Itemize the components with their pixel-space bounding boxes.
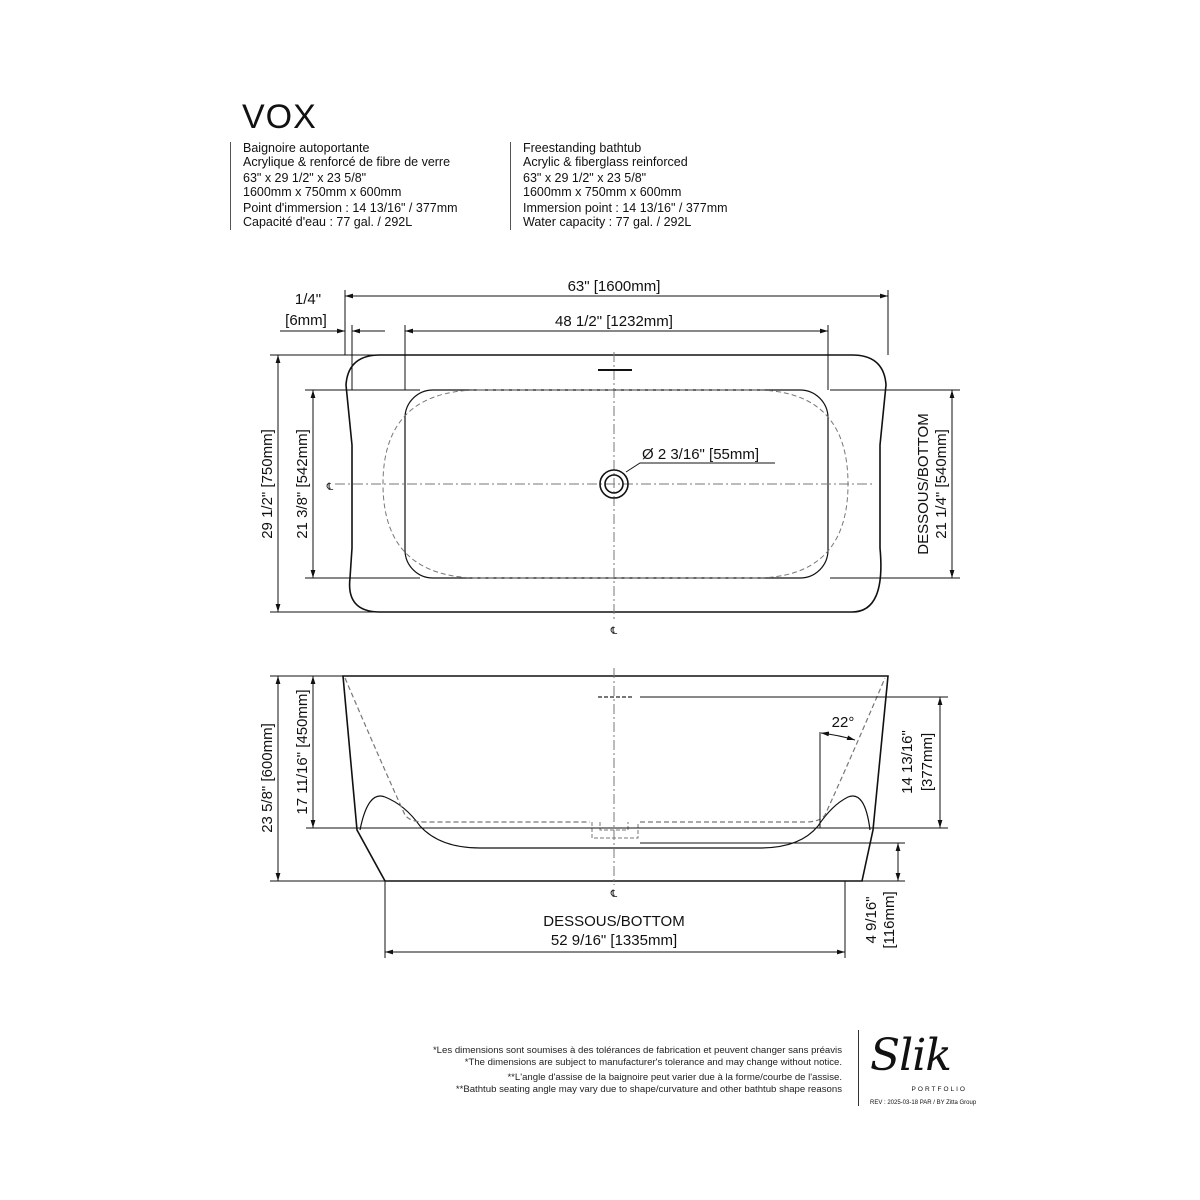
spec-immersion: Immersion point : 14 13/16" / 377mm xyxy=(523,201,728,216)
note2-fr: **L'angle d'assise de la baignoire peut … xyxy=(507,1072,842,1083)
spec-type: Baignoire autoportante xyxy=(243,141,370,155)
drain-dashed xyxy=(591,822,639,839)
spec-material: Acrylique & renforcé de fibre de verre xyxy=(243,154,451,169)
label-immersion-mm: [377mm] xyxy=(919,733,936,791)
tub-outer-outline xyxy=(345,354,887,613)
angle-arc xyxy=(820,731,856,741)
label-overall-length: 63" [1600mm] xyxy=(568,278,661,295)
spec-type: Freestanding bathtub xyxy=(523,141,642,155)
spec-capacity: Capacité d'eau : 77 gal. / 292L xyxy=(243,214,413,229)
label-rim-offset-mm: [6mm] xyxy=(285,312,327,329)
tub-side-outline xyxy=(342,675,889,882)
note1-en: *The dimensions are subject to manufactu… xyxy=(464,1056,842,1068)
product-title: VOX xyxy=(242,98,317,136)
label-inner-length: 48 1/2" [1232mm] xyxy=(555,313,673,330)
label-overall-width: 29 1/2" [750mm] xyxy=(259,429,276,539)
label-bottom-width: 21 1/4" [540mm] xyxy=(933,429,950,539)
spec-dims-in: 63" x 29 1/2" x 23 5/8" xyxy=(523,171,647,186)
drain-inner-icon xyxy=(604,474,624,494)
top-view xyxy=(270,290,960,620)
spec-dims-in: 63" x 29 1/2" x 23 5/8" xyxy=(243,171,367,186)
side-view xyxy=(270,668,948,958)
tub-bottom-outline-dashed xyxy=(382,389,849,579)
spec-capacity: Water capacity : 77 gal. / 292L xyxy=(523,214,692,229)
label-base-height-in: 4 9/16" xyxy=(863,896,880,943)
spec-material: Acrylic & fiberglass reinforced xyxy=(523,154,688,169)
label-interior-depth: 17 11/16" [450mm] xyxy=(294,689,311,814)
disclaimer-notes: *Les dimensions sont soumises à des tolé… xyxy=(433,1045,842,1095)
spec-immersion: Point d'immersion : 14 13/16" / 377mm xyxy=(243,201,458,216)
centerline-icon: ℄ xyxy=(610,626,618,637)
label-inner-width: 21 3/8" [542mm] xyxy=(294,429,311,539)
label-bottom: DESSOUS/BOTTOM xyxy=(915,413,932,554)
drain-leader xyxy=(625,462,775,473)
revision-info: REV : 2025-03-18 PAR / BY Zitta Group xyxy=(870,1100,977,1106)
label-base-height-mm: [116mm] xyxy=(881,891,898,948)
label-overall-height: 23 5/8" [600mm] xyxy=(259,723,276,833)
spec-dims-mm: 1600mm x 750mm x 600mm xyxy=(243,184,402,199)
label-angle: 22° xyxy=(832,714,855,731)
label-immersion-in: 14 13/16" xyxy=(899,730,916,794)
drain-icon xyxy=(599,469,629,499)
seat-base-curve xyxy=(359,795,871,849)
brand-name: Slik xyxy=(870,1030,952,1081)
note2-en: **Bathtub seating angle may vary due to … xyxy=(455,1083,842,1095)
interior-dashed-profile xyxy=(344,677,886,823)
centerline-icon: ℄ xyxy=(610,889,618,900)
footer-divider xyxy=(858,1030,859,1106)
label-bottom: DESSOUS/BOTTOM xyxy=(543,913,684,930)
brand-sub: PORTFOLIO xyxy=(911,1086,967,1093)
centerline-icon: ℄ xyxy=(326,482,334,493)
note1-fr: *Les dimensions sont soumises à des tolé… xyxy=(432,1045,842,1056)
brand-logo: Slik PORTFOLIO REV : 2025-03-18 PAR / BY… xyxy=(866,1030,976,1110)
label-bottom-length: 52 9/16" [1335mm] xyxy=(551,932,677,949)
label-drain: Ø 2 3/16" [55mm] xyxy=(642,446,759,463)
label-rim-offset-in: 1/4" xyxy=(295,291,321,308)
spec-dims-mm: 1600mm x 750mm x 600mm xyxy=(523,184,682,199)
